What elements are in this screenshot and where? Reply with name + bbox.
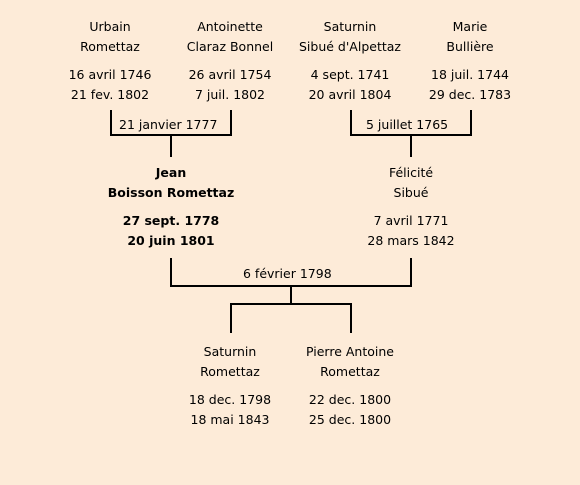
person-first-name: Jean xyxy=(155,165,187,180)
marriage-date-urbain-antoinette: 21 janvier 1777 xyxy=(116,117,221,133)
person-death-date: 18 mai 1843 xyxy=(190,412,270,427)
person-jean: Jean Boisson Romettaz 27 sept. 1778 20 j… xyxy=(96,163,246,251)
person-birth-date: 18 dec. 1798 xyxy=(188,392,272,407)
person-last-name: Romettaz xyxy=(80,39,140,54)
person-pierre-antoine: Pierre Antoine Romettaz 22 dec. 1800 25 … xyxy=(275,342,425,430)
person-birth-date: 27 sept. 1778 xyxy=(122,213,220,228)
marriage-date-saturnin-marie: 5 juillet 1765 xyxy=(363,117,452,133)
person-first-name: Saturnin xyxy=(323,19,377,34)
person-first-name: Pierre Antoine xyxy=(306,344,394,359)
person-death-date: 20 avril 1804 xyxy=(308,87,392,102)
person-birth-date: 18 juil. 1744 xyxy=(431,67,509,82)
person-first-name: Saturnin xyxy=(203,344,257,359)
person-first-name: Marie xyxy=(452,19,488,34)
person-first-name: Urbain xyxy=(89,19,131,34)
person-last-name: Sibué xyxy=(393,185,429,200)
person-marie: Marie Bullière 18 juil. 1744 29 dec. 178… xyxy=(395,17,545,105)
person-saturnin-sibue: Saturnin Sibué d'Alpettaz 4 sept. 1741 2… xyxy=(275,17,425,105)
person-felicite: Félicité Sibué 7 avril 1771 28 mars 1842 xyxy=(336,163,486,251)
person-urbain: Urbain Romettaz 16 avril 1746 21 fev. 18… xyxy=(35,17,185,105)
person-death-date: 20 juin 1801 xyxy=(127,233,215,248)
person-death-date: 28 mars 1842 xyxy=(367,233,455,248)
connector-children xyxy=(230,303,352,333)
person-antoinette: Antoinette Claraz Bonnel 26 avril 1754 7… xyxy=(155,17,305,105)
person-birth-date: 16 avril 1746 xyxy=(68,67,152,82)
person-saturnin-romettaz: Saturnin Romettaz 18 dec. 1798 18 mai 18… xyxy=(155,342,305,430)
person-first-name: Antoinette xyxy=(197,19,263,34)
person-death-date: 25 dec. 1800 xyxy=(308,412,392,427)
person-death-date: 29 dec. 1783 xyxy=(428,87,512,102)
person-last-name: Bullière xyxy=(446,39,494,54)
person-last-name: Claraz Bonnel xyxy=(186,39,274,54)
person-birth-date: 22 dec. 1800 xyxy=(308,392,392,407)
person-birth-date: 7 avril 1771 xyxy=(373,213,449,228)
person-birth-date: 4 sept. 1741 xyxy=(310,67,390,82)
person-last-name: Romettaz xyxy=(320,364,380,379)
person-birth-date: 26 avril 1754 xyxy=(188,67,272,82)
person-last-name: Sibué d'Alpettaz xyxy=(299,39,401,54)
person-first-name: Félicité xyxy=(388,165,434,180)
person-death-date: 21 fev. 1802 xyxy=(70,87,150,102)
person-death-date: 7 juil. 1802 xyxy=(194,87,266,102)
marriage-date-jean-felicite: 6 février 1798 xyxy=(240,266,335,282)
person-last-name: Boisson Romettaz xyxy=(107,185,235,200)
person-last-name: Romettaz xyxy=(200,364,260,379)
